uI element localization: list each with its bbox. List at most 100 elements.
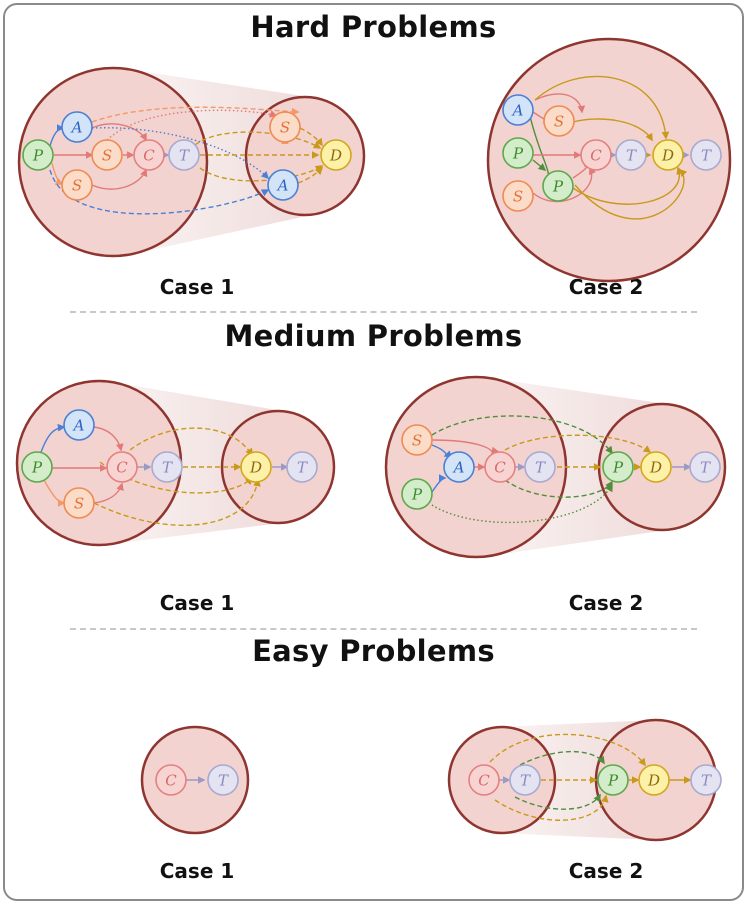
section-divider	[70, 311, 697, 313]
easy-case2-node-c: C	[468, 764, 500, 796]
easy-case2-node-p: P	[597, 764, 629, 796]
easy-case2-node-c-label: C	[478, 772, 490, 790]
edge-a-s-far	[91, 106, 300, 123]
hard-case2-node-c: C	[580, 139, 612, 171]
medium-case1-node-t2-label: T	[297, 459, 308, 477]
easy-case2-node-d: D	[638, 764, 670, 796]
hard-case1-node-d: D	[320, 139, 352, 171]
medium-case2-node-t2-label: T	[700, 459, 711, 477]
medium-case2-node-t: T	[524, 451, 556, 483]
medium-case2-label: Case 2	[568, 591, 644, 615]
easy-case1-node-c-label: C	[165, 772, 177, 790]
medium-case1-node-s-label: S	[74, 495, 84, 513]
medium-case1-node-t2: T	[286, 451, 318, 483]
edge-s-p-far	[431, 415, 613, 455]
hard-case2-node-s-label: S	[554, 113, 564, 131]
hard-case1-node-s-zoom-label: S	[280, 119, 290, 137]
hard-case1-node-c: C	[133, 139, 165, 171]
hard-case1-node-a: A	[61, 111, 93, 143]
edge-c-d-low	[494, 794, 609, 821]
edge-a-c	[534, 93, 586, 114]
medium-case2-node-s-label: S	[412, 432, 422, 450]
medium-case2-node-d-label: D	[649, 459, 662, 477]
medium-case1-node-p-label: P	[31, 459, 43, 477]
easy-case2-node-t2-label: T	[701, 772, 712, 790]
easy-case1-label: Case 1	[159, 859, 235, 883]
medium-case2-node-t-label: T	[535, 459, 546, 477]
easy-case1-node-t-label: T	[218, 772, 229, 790]
hard-case1-node-a-zoom: A	[267, 169, 299, 201]
edge-a-d-top	[534, 75, 670, 140]
graph-edges	[39, 75, 692, 821]
easy-problems-title: Easy Problems	[252, 634, 495, 668]
medium-case1-node-a: A	[63, 409, 95, 441]
section-divider	[70, 628, 697, 630]
hard-case2-node-t-label: T	[626, 147, 637, 165]
edge-p-p	[532, 159, 547, 171]
medium-case1-node-t: T	[151, 451, 183, 483]
hard-case1-node-c-label: C	[143, 147, 155, 165]
medium-case2-node-p-label: P	[411, 486, 423, 504]
edge-s-a	[431, 444, 453, 458]
edge-c-d	[129, 427, 253, 457]
medium-case2-node-p2-label: P	[612, 459, 624, 477]
edge-t-d-arc2	[199, 165, 324, 182]
hard-case2-node-s2: S	[502, 180, 534, 212]
edge-p-d	[99, 461, 254, 494]
edge-c-d-far	[489, 733, 646, 767]
hard-case1-node-s2: S	[61, 169, 93, 201]
hard-case2-node-s: S	[543, 105, 575, 137]
hard-case2-node-p2-label: P	[552, 178, 564, 196]
medium-case1-node-c-label: C	[116, 459, 128, 477]
medium-case2-node-a-label: A	[452, 459, 465, 477]
hard-case1-node-d-label: D	[329, 147, 342, 165]
hard-case2-node-p-label: P	[512, 145, 524, 163]
hard-case1-node-s2-label: S	[72, 177, 82, 195]
hard-case1-label: Case 1	[159, 275, 235, 299]
edge-s-d	[93, 478, 261, 526]
medium-case2-node-c-label: C	[494, 459, 506, 477]
hard-case1-node-p: P	[22, 139, 54, 171]
easy-case1-node-t: T	[207, 764, 239, 796]
easy-case1-node-c: C	[155, 764, 187, 796]
edge-a-c	[91, 123, 147, 142]
edge-s2-c	[91, 168, 148, 190]
medium-case2-node-d: D	[640, 451, 672, 483]
hard-case2-node-t2: T	[690, 139, 722, 171]
edge-a-d	[297, 166, 324, 184]
hard-case1-node-t-label: T	[179, 147, 190, 165]
medium-case2-node-p: P	[401, 478, 433, 510]
medium-case1-node-d-label: D	[249, 459, 262, 477]
hard-case1-node-s-label: S	[102, 147, 112, 165]
medium-case2-node-p2: P	[602, 451, 634, 483]
hard-case2-node-s2-label: S	[513, 188, 523, 206]
hard-case1-node-p-label: P	[32, 147, 44, 165]
edge-s-c	[93, 482, 124, 504]
edge-t-d-arc	[194, 131, 322, 149]
medium-case2-node-a: A	[443, 451, 475, 483]
edge-p-a	[431, 474, 447, 493]
hard-case2-node-p: P	[502, 137, 534, 169]
hard-case2-node-t2-label: T	[701, 147, 712, 165]
edge-p-a	[39, 423, 66, 456]
edge-s-d	[299, 127, 323, 147]
medium-case2-node-s: S	[401, 424, 433, 456]
edge-s2-c	[532, 166, 597, 203]
edge-s-s-far	[106, 109, 278, 141]
edge-t-p-low	[514, 793, 601, 810]
hard-case2-node-t: T	[615, 139, 647, 171]
medium-problems-title: Medium Problems	[224, 319, 523, 353]
hard-case2-node-c-label: C	[590, 147, 602, 165]
edge-s-c	[431, 439, 499, 456]
medium-case1-node-t-label: T	[162, 459, 173, 477]
medium-case2-node-t2: T	[689, 451, 721, 483]
medium-case1-label: Case 1	[159, 591, 235, 615]
hard-case2-node-p2: P	[542, 170, 574, 202]
medium-case1-node-s: S	[63, 487, 95, 519]
edge-p-d-low	[572, 166, 684, 205]
edge-t-p-far	[519, 750, 605, 766]
hard-case2-node-d-label: D	[661, 147, 674, 165]
easy-case2-node-t-label: T	[520, 772, 531, 790]
